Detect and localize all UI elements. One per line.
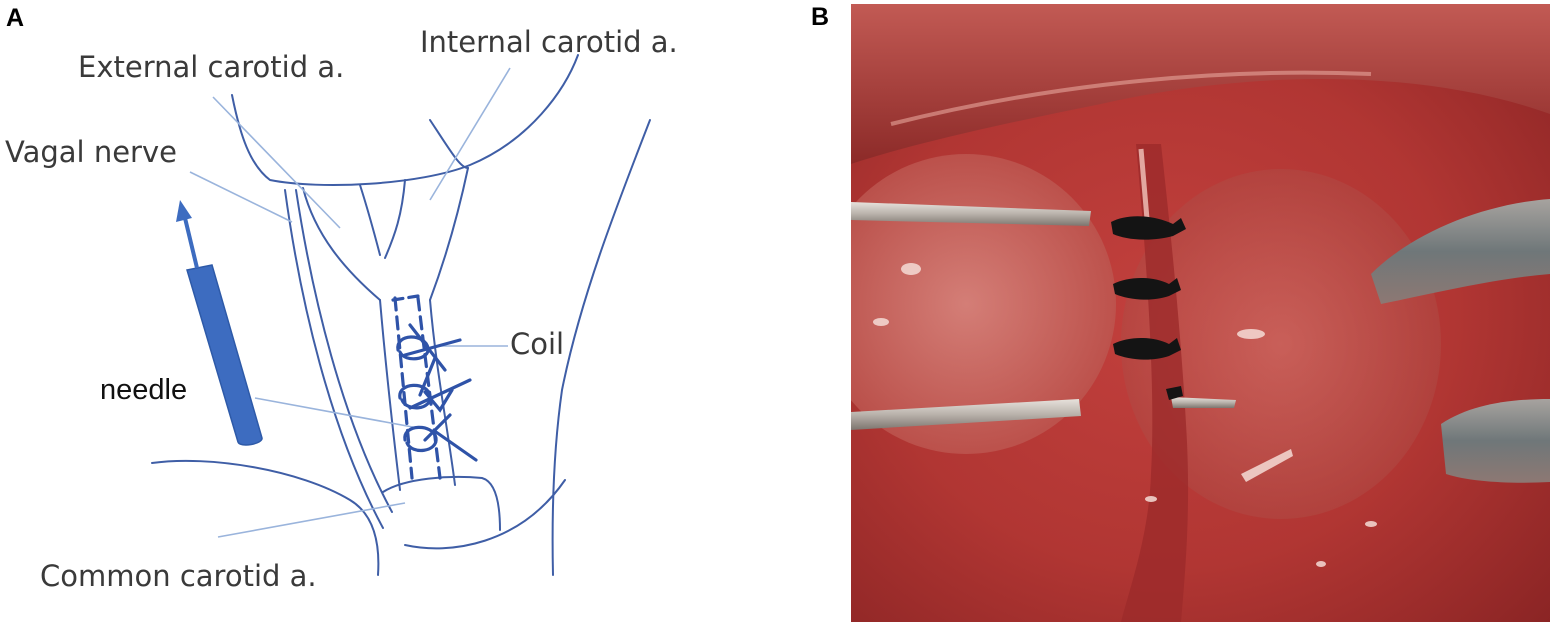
- retractor-upper: [1371, 199, 1550, 304]
- common-leader: [217, 502, 406, 538]
- forceps-tip-right: [1171, 397, 1236, 408]
- carotid-coil-schematic: [151, 54, 651, 576]
- label-internal-carotid: Internal carotid a.: [420, 25, 678, 59]
- label-coil: Coil: [510, 327, 565, 361]
- upper-tissue-fold: [851, 4, 1550, 164]
- external-leader: [212, 96, 341, 229]
- suture-1: [1111, 216, 1186, 240]
- right-neck-line: [551, 119, 651, 576]
- right-inner-line: [429, 119, 469, 169]
- forceps-lower: [851, 399, 1081, 430]
- suture-2: [1113, 278, 1181, 300]
- suture-4: [1166, 386, 1183, 400]
- anatomy-outlines: [151, 54, 651, 576]
- right-tissue-bulge: [1121, 169, 1441, 519]
- needle-shaft: [183, 217, 199, 269]
- label-needle: needle: [100, 374, 188, 406]
- left-tissue-bulge: [851, 154, 1116, 454]
- suture-3: [1113, 338, 1181, 360]
- specular-highlights: [873, 263, 1377, 567]
- label-vagal-nerve: Vagal nerve: [5, 135, 177, 169]
- common-carotid-right-wall: [429, 299, 456, 486]
- panel-b-letter: B: [811, 3, 830, 31]
- internal-carotid-outline: [429, 167, 469, 301]
- vessel-highlight: [1138, 148, 1150, 220]
- vessel-groove: [1121, 144, 1189, 622]
- common-carotid-left-wall: [379, 299, 401, 491]
- coil-catheter: [391, 294, 478, 480]
- needle-arrow-head: [176, 200, 192, 222]
- coil-crossing-2: [408, 378, 472, 410]
- internal-carotid-inner: [384, 179, 406, 259]
- coil-crossing-1: [403, 338, 462, 357]
- forceps-upper: [851, 202, 1091, 226]
- label-common-carotid: Common carotid a.: [40, 559, 317, 593]
- needle-body: [186, 264, 263, 446]
- catheter-top: [391, 294, 420, 302]
- internal-leader: [429, 67, 511, 201]
- label-external-carotid: External carotid a.: [78, 50, 345, 84]
- lower-right-curve: [404, 479, 566, 550]
- external-carotid-inner: [359, 184, 381, 256]
- external-carotid-outline: [302, 187, 381, 301]
- catheter-dashed-right: [416, 296, 442, 480]
- upper-fold-highlight: [890, 70, 1372, 126]
- needle-icon: [176, 200, 263, 446]
- retractor-lower: [1441, 399, 1550, 483]
- vagal-nerve-outer: [284, 189, 384, 529]
- lower-muscle-outline: [382, 475, 501, 531]
- panel-a-letter: A: [6, 4, 25, 32]
- vagal-leader: [189, 171, 293, 223]
- sutures: [1111, 216, 1186, 400]
- upper-boundary-curve: [231, 54, 579, 186]
- vagal-nerve-inner: [295, 189, 393, 513]
- surgical-photo: [851, 4, 1550, 622]
- coil-loop-3: [403, 413, 478, 462]
- lower-boundary-curve: [151, 459, 380, 576]
- leader-lines: [189, 67, 511, 538]
- needle-leader: [254, 397, 419, 429]
